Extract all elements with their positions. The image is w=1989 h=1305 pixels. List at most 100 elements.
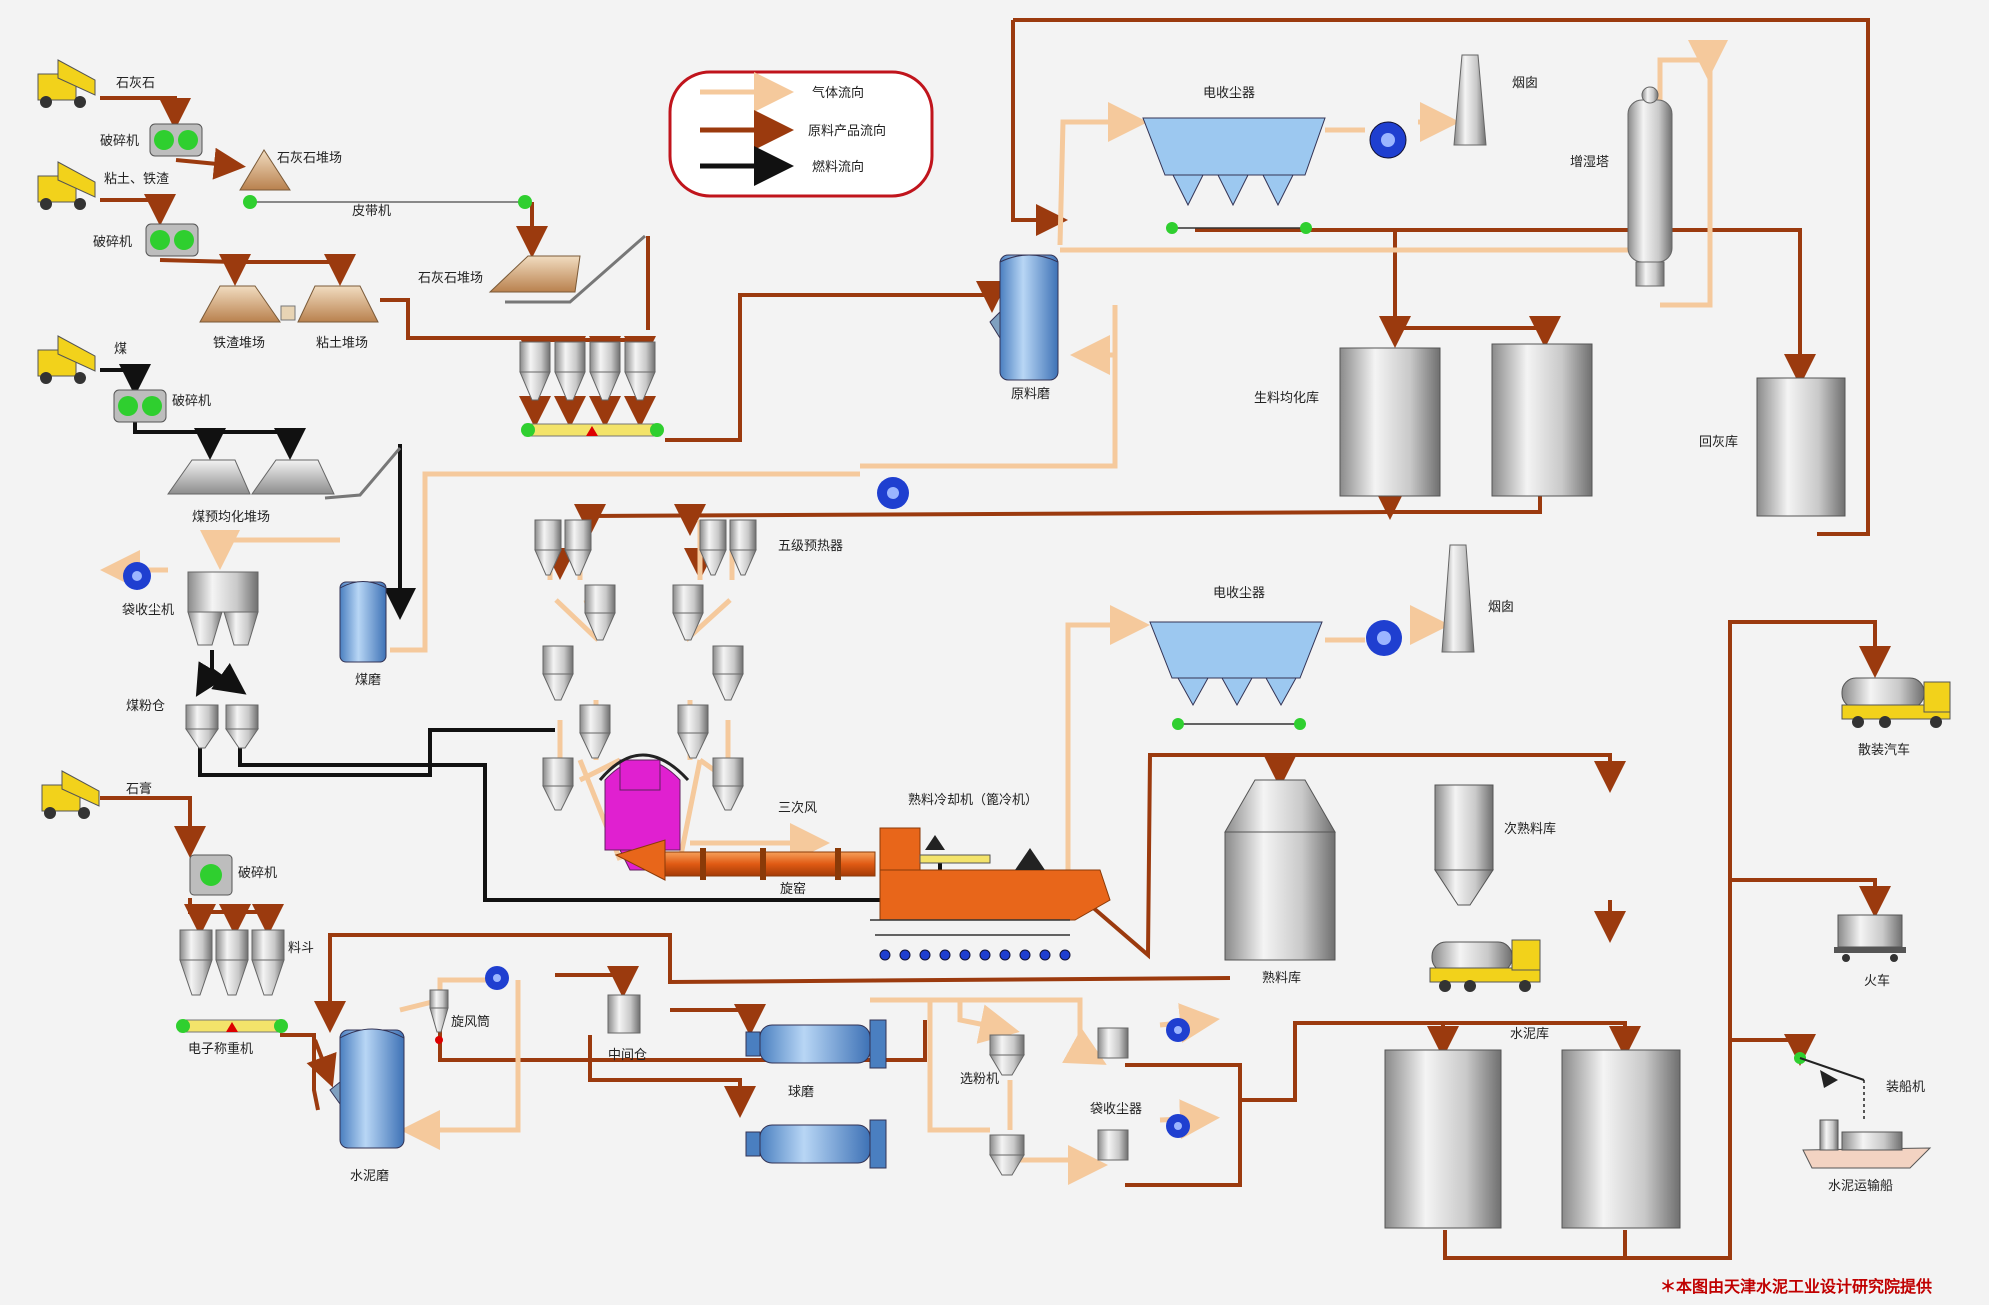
label-coal: 煤 <box>114 342 127 357</box>
label-kiln: 旋窑 <box>780 881 806 897</box>
legend-gas-label: 气体流向 <box>812 85 864 101</box>
label-crusher-1: 破碎机 <box>100 134 139 149</box>
label-esp-1: 电收尘器 <box>1203 86 1255 101</box>
label-iron-slag-yard: 铁渣堆场 <box>213 336 265 351</box>
label-ash-silo: 回灰库 <box>1699 434 1738 450</box>
fan-icon <box>1366 620 1402 656</box>
label-clay-yard: 粘土堆场 <box>316 336 368 351</box>
legend-fuel-label: 燃料流向 <box>812 159 864 175</box>
coal-mill <box>339 581 387 663</box>
preheater-cyclones <box>534 519 757 811</box>
truck-clay-icon <box>37 161 96 210</box>
bag-filter-cement <box>1097 1027 1129 1161</box>
stacker-boom <box>505 234 646 304</box>
ship-loader-icon <box>1794 1052 1865 1120</box>
label-esp-2: 电收尘器 <box>1213 586 1265 601</box>
coal-powder-bin <box>185 704 259 749</box>
label-crusher-3: 破碎机 <box>172 394 211 409</box>
fan-icon <box>877 477 909 509</box>
crusher-icon <box>149 123 203 157</box>
label-crusher-4: 破碎机 <box>238 866 277 881</box>
coal-pile <box>167 459 251 495</box>
limestone-pile <box>488 255 581 293</box>
label-limestone: 石灰石 <box>116 76 155 91</box>
crusher-icon <box>113 389 167 423</box>
ball-mill <box>745 1019 887 1069</box>
legend: 气体流向 原料产品流向 燃料流向 <box>668 70 934 198</box>
label-raw-mill: 原料磨 <box>1011 387 1050 402</box>
label-raw-homog-silo: 生料均化库 <box>1254 390 1319 406</box>
fan-icon <box>1166 1018 1190 1042</box>
truck-coal-icon <box>37 335 96 384</box>
fan-icon <box>123 562 151 590</box>
crusher-icon <box>189 854 233 896</box>
raw-meal-silo <box>1491 343 1593 497</box>
label-cooler: 熟料冷却机（篦冷机） <box>908 792 1038 808</box>
label-crusher-2: 破碎机 <box>93 235 132 250</box>
legend-material-label: 原料产品流向 <box>808 123 886 139</box>
diagram-labels: 石灰石 破碎机 石灰石堆场 粘土、铁渣 皮带机 破碎机 石灰石堆场 铁渣堆场 粘… <box>93 76 1932 1296</box>
sub-clinker-silo <box>1434 784 1494 906</box>
fan-icon <box>1369 121 1407 159</box>
label-limestone-yard-1: 石灰石堆场 <box>277 151 342 166</box>
limestone-pile <box>239 149 291 191</box>
chimney-1 <box>1453 54 1487 146</box>
label-ship-loader: 装船机 <box>1886 1080 1925 1095</box>
label-chimney-1: 烟囱 <box>1512 76 1538 91</box>
separator <box>989 1134 1025 1176</box>
fan-icon <box>1166 1114 1190 1138</box>
label-hopper: 料斗 <box>288 941 314 956</box>
label-tertiary-air: 三次风 <box>778 800 817 816</box>
bulk-truck-icon <box>1841 677 1951 728</box>
cement-silo <box>1384 1049 1502 1229</box>
middle-bin <box>607 994 641 1034</box>
credit-text: ＊本图由天津水泥工业设计研究院提供 <box>1660 1277 1932 1296</box>
label-preheater: 五级预热器 <box>778 539 843 554</box>
raw-meal-silo <box>1339 347 1441 497</box>
cyclone <box>429 989 449 1044</box>
raw-material-hoppers <box>519 341 664 437</box>
label-cement-silo: 水泥库 <box>1510 1026 1549 1042</box>
clinker-silo <box>1224 779 1336 961</box>
cement-mill <box>329 1028 405 1149</box>
label-humid-tower: 增湿塔 <box>1570 155 1609 170</box>
label-chimney-2: 烟囱 <box>1488 600 1514 615</box>
label-bulk-truck: 散装汽车 <box>1858 742 1910 758</box>
weigh-feeder <box>176 1019 288 1033</box>
bag-filter-coal <box>187 571 259 646</box>
label-coal-mill: 煤磨 <box>355 673 381 688</box>
train-icon <box>1834 914 1906 962</box>
cement-silo <box>1561 1049 1681 1229</box>
label-sub-clinker-silo: 次熟料库 <box>1504 821 1556 837</box>
label-train: 火车 <box>1864 973 1890 989</box>
cement-ship-icon <box>1802 1119 1932 1169</box>
label-clay-iron: 粘土、铁渣 <box>104 172 169 187</box>
label-bag-filter-2: 袋收尘器 <box>1090 1102 1142 1117</box>
separator <box>989 1034 1025 1076</box>
ball-mill <box>745 1119 887 1169</box>
fan-icon <box>485 966 509 990</box>
label-cement-mill: 水泥磨 <box>350 1169 389 1184</box>
clinker-cooler <box>870 827 1111 936</box>
label-clinker-silo: 熟料库 <box>1262 970 1301 986</box>
calciner <box>598 753 690 871</box>
humidifier-tower <box>1627 86 1673 287</box>
label-bag-filter-1: 袋收尘机 <box>122 603 174 618</box>
truck-limestone-icon <box>37 59 96 108</box>
stacker-boom <box>324 447 402 500</box>
label-separator: 选粉机 <box>960 1072 999 1087</box>
electrostatic-precipitator-1 <box>1142 117 1326 234</box>
iron-slag-pile <box>199 285 281 323</box>
label-coal-powder-bin: 煤粉仓 <box>126 699 165 714</box>
electrostatic-precipitator-2 <box>1149 621 1323 730</box>
label-middle-bin: 中间仓 <box>608 1048 647 1063</box>
rotary-kiln <box>614 839 876 881</box>
label-scale: 电子称重机 <box>188 1041 253 1057</box>
raw-mill <box>989 254 1059 381</box>
gypsum-hoppers <box>179 929 285 996</box>
truck-gypsum-icon <box>41 770 100 819</box>
coal-pile <box>251 459 335 495</box>
ash-silo <box>1756 377 1846 517</box>
tanker-truck-icon <box>1429 939 1541 992</box>
